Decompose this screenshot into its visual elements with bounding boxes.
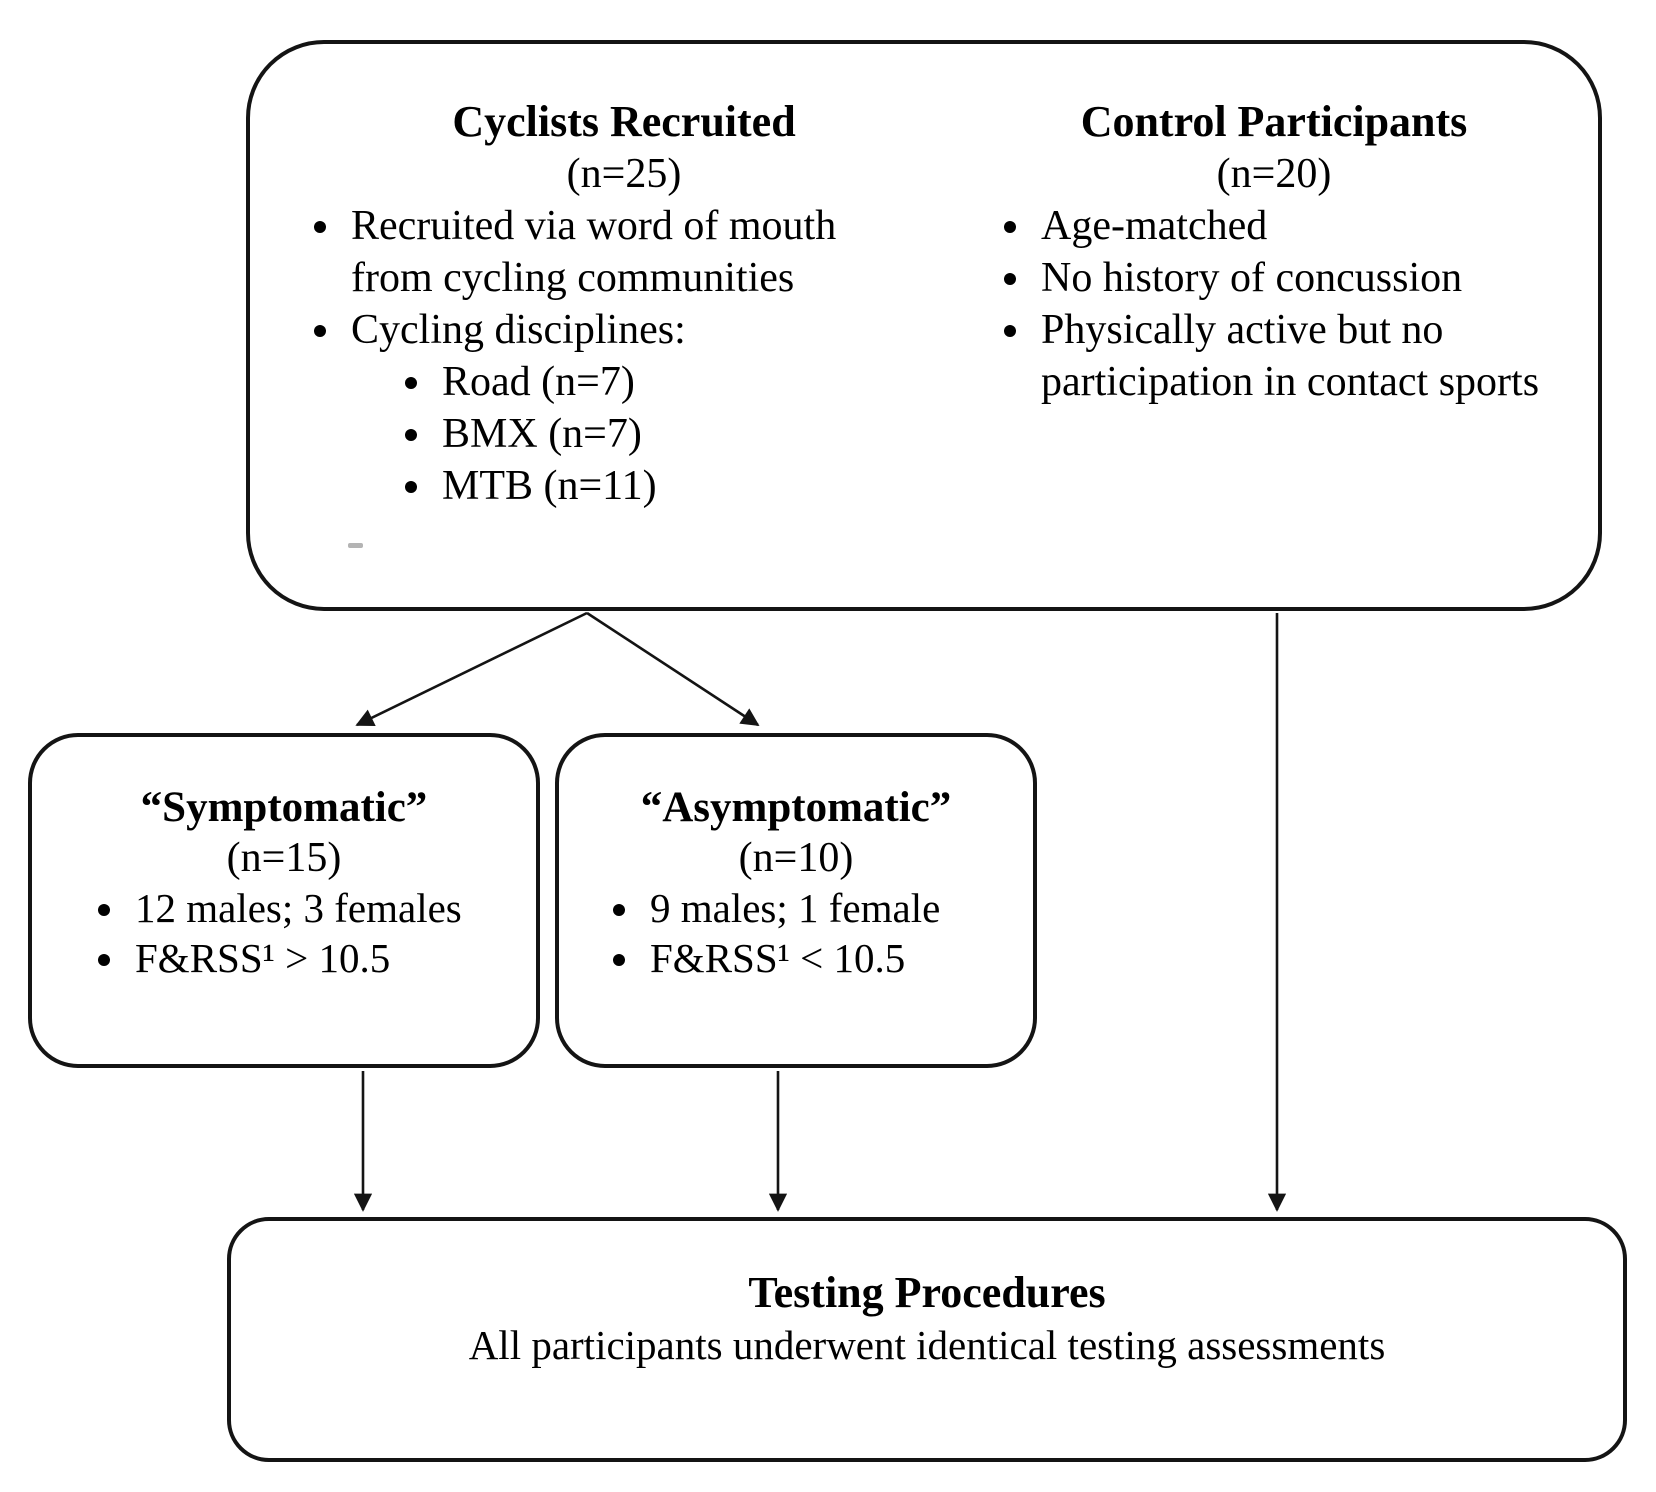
- list-item-label: Cycling disciplines:: [351, 307, 686, 353]
- cyclists-column: Cyclists Recruited (n=25) Recruited via …: [250, 96, 950, 607]
- controls-title: Control Participants: [1080, 97, 1468, 146]
- symptomatic-box: “Symptomatic” (n=15) 12 males; 3 females…: [28, 733, 540, 1068]
- controls-column: Control Participants (n=20) Age-matched …: [950, 96, 1598, 607]
- testing-subtitle: All participants underwent identical tes…: [468, 1322, 1386, 1368]
- list-item: F&RSS¹ < 10.5: [644, 933, 1033, 983]
- arrow-cyclists-to-asymptomatic: [586, 611, 760, 727]
- symptomatic-count: (n=15): [226, 835, 342, 881]
- testing-title: Testing Procedures: [748, 1268, 1106, 1317]
- list-item: Cycling disciplines: Road (n=7) BMX (n=7…: [345, 304, 896, 512]
- cyclists-title: Cyclists Recruited: [452, 97, 796, 146]
- arrow-cyclists-to-symptomatic: [355, 611, 588, 727]
- list-item: No history of concussion: [1035, 252, 1561, 304]
- list-item: Road (n=7): [436, 356, 896, 408]
- list-item: MTB (n=11): [436, 460, 896, 512]
- cycling-disciplines-sublist: Road (n=7) BMX (n=7) MTB (n=11): [351, 356, 896, 512]
- asymptomatic-count: (n=10): [738, 835, 854, 881]
- list-item: 9 males; 1 female: [644, 883, 1033, 933]
- cyclists-count: (n=25): [566, 151, 682, 197]
- list-item: Physically active but no participation i…: [1035, 304, 1561, 408]
- list-item: BMX (n=7): [436, 408, 896, 460]
- stray-dash-mark: [348, 543, 363, 548]
- list-item: Age-matched: [1035, 200, 1561, 252]
- list-item: 12 males; 3 females: [129, 883, 536, 933]
- asymptomatic-title: “Asymptomatic”: [640, 784, 952, 831]
- asymptomatic-bullet-list: 9 males; 1 female F&RSS¹ < 10.5: [559, 883, 1033, 983]
- cyclists-bullet-list: Recruited via word of mouth from cycling…: [250, 200, 950, 512]
- symptomatic-bullet-list: 12 males; 3 females F&RSS¹ > 10.5: [32, 883, 536, 983]
- asymptomatic-box: “Asymptomatic” (n=10) 9 males; 1 female …: [555, 733, 1037, 1068]
- symptomatic-title: “Symptomatic”: [140, 784, 428, 831]
- controls-count: (n=20): [1216, 151, 1332, 197]
- testing-procedures-box: Testing Procedures All participants unde…: [227, 1217, 1627, 1462]
- cyclists-and-controls-box: Cyclists Recruited (n=25) Recruited via …: [246, 40, 1602, 611]
- controls-bullet-list: Age-matched No history of concussion Phy…: [950, 200, 1598, 408]
- list-item: F&RSS¹ > 10.5: [129, 933, 536, 983]
- list-item: Recruited via word of mouth from cycling…: [345, 200, 896, 304]
